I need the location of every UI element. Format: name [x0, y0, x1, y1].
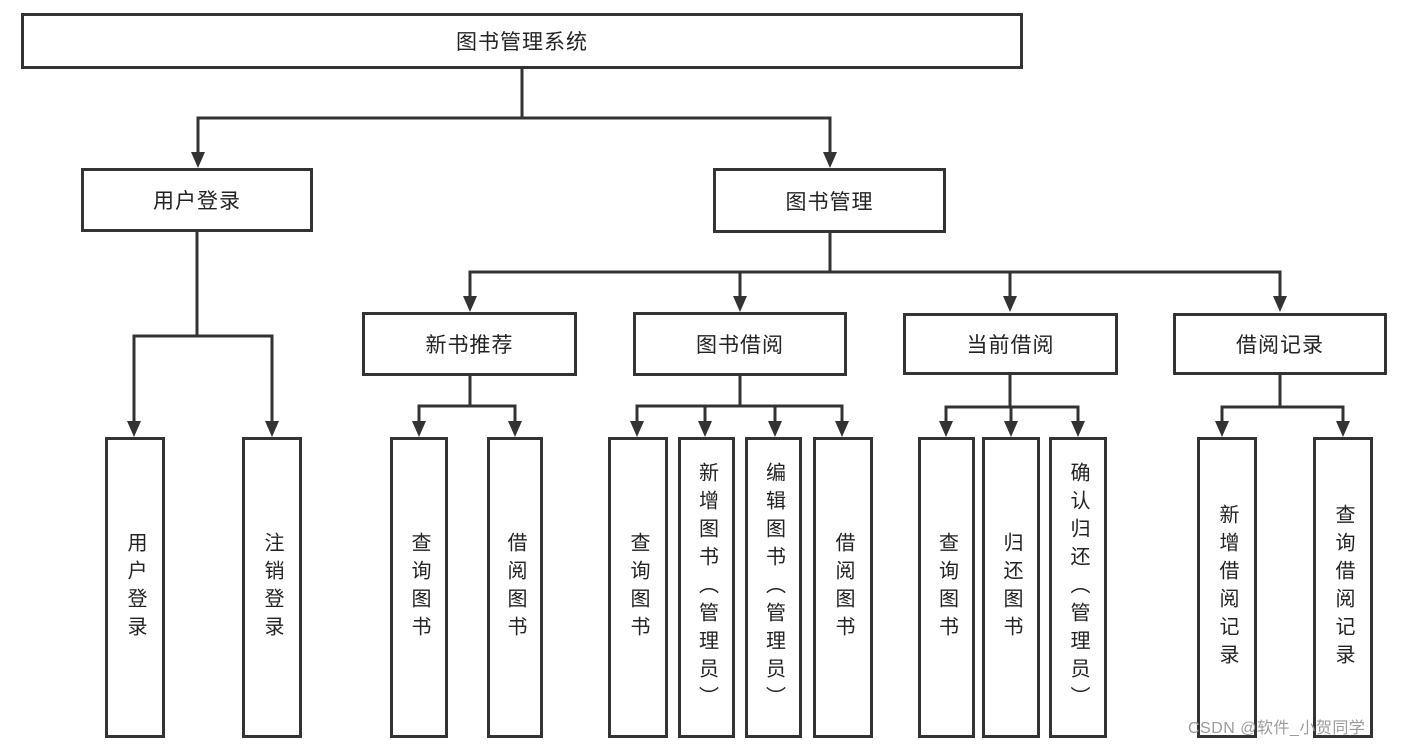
leaf-label: 借阅图书 — [832, 531, 854, 644]
leaf-label: 归还图书 — [1000, 531, 1022, 644]
leaf-label: 查询图书 — [935, 531, 958, 644]
leaf-add-borrow-record: 新增借阅记录 — [1197, 437, 1257, 738]
node-label: 新书推荐 — [425, 334, 514, 357]
leaf-query-books-newrec: 查询图书 — [390, 437, 448, 738]
node-new-book-recommend: 新书推荐 — [362, 312, 577, 376]
node-book-borrowing: 图书借阅 — [633, 312, 847, 376]
node-current-borrowing: 当前借阅 — [903, 313, 1118, 375]
leaf-label: 借阅图书 — [504, 531, 526, 644]
node-label: 当前借阅 — [966, 334, 1055, 357]
leaf-borrow-books-newrec: 借阅图书 — [487, 437, 543, 738]
csdn-watermark: CSDN @软件_小贺同学 — [1188, 720, 1366, 737]
leaf-query-books-current: 查询图书 — [918, 437, 975, 738]
leaf-label: 查询图书 — [627, 531, 649, 644]
node-label: 用户登录 — [153, 190, 241, 213]
leaf-label: 注销登录 — [261, 531, 283, 644]
node-label: 图书管理系统 — [456, 31, 588, 54]
node-borrow-records: 借阅记录 — [1173, 313, 1387, 375]
node-book-management-module: 图书管理 — [713, 168, 946, 233]
leaf-query-borrow-record: 查询借阅记录 — [1313, 437, 1373, 738]
leaf-label: 编辑图书（管理员） — [762, 461, 785, 714]
leaf-query-books-borrow: 查询图书 — [608, 437, 668, 738]
leaf-label: 用户登录 — [124, 531, 146, 644]
leaf-borrow-books: 借阅图书 — [813, 437, 873, 738]
leaf-label: 新增借阅记录 — [1216, 503, 1238, 672]
leaf-user-login: 用户登录 — [105, 437, 165, 738]
node-user-login-module: 用户登录 — [81, 168, 313, 232]
node-label: 图书借阅 — [696, 334, 784, 357]
leaf-confirm-return-admin: 确认归还（管理员） — [1049, 437, 1107, 738]
leaf-label: 确认归还（管理员） — [1067, 461, 1089, 714]
leaf-label: 查询图书 — [408, 531, 430, 644]
leaf-edit-books-admin: 编辑图书（管理员） — [745, 437, 802, 738]
node-label: 借阅记录 — [1236, 334, 1324, 357]
leaf-label: 查询借阅记录 — [1332, 503, 1354, 672]
leaf-return-books: 归还图书 — [982, 437, 1040, 738]
leaf-label: 新增图书（管理员） — [695, 461, 718, 714]
node-library-management-system: 图书管理系统 — [21, 13, 1023, 69]
leaf-add-books-admin: 新增图书（管理员） — [678, 437, 735, 738]
node-label: 图书管理 — [785, 190, 874, 214]
leaf-logout: 注销登录 — [242, 437, 302, 738]
